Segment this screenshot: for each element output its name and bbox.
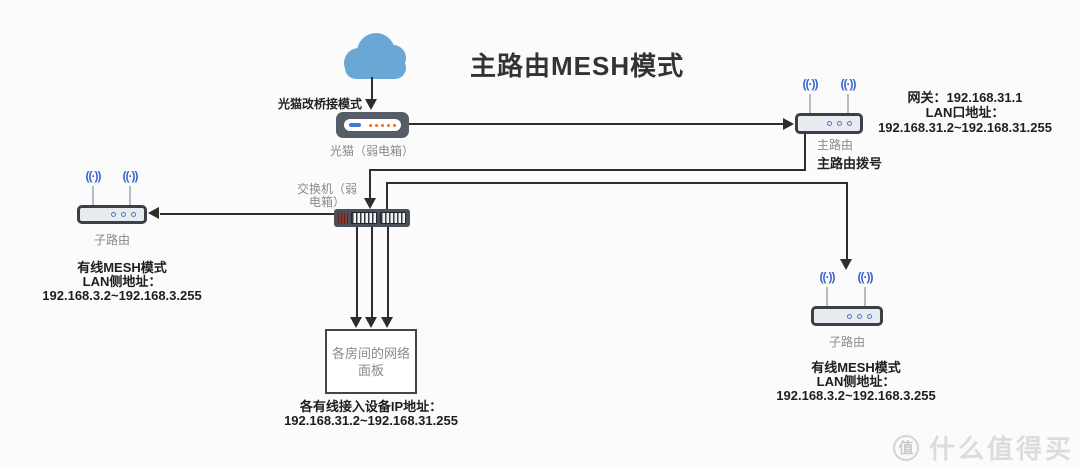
page-title: 主路由MESH模式 <box>470 51 685 81</box>
connector-switch-right-router <box>386 182 848 184</box>
modem-device <box>336 112 409 138</box>
wifi-signal-icon: ((·)) <box>819 270 836 284</box>
antenna-stem <box>129 186 131 206</box>
left-router-mode: 有线MESH模式 <box>77 260 167 275</box>
arrowhead-down-icon <box>840 259 852 270</box>
main-router-device <box>795 113 863 134</box>
modem-status-bar <box>349 123 361 127</box>
main-router-info: 网关：192.168.31.1 LAN口地址： 192.168.31.2~192… <box>850 90 1080 135</box>
arrowhead-right-icon <box>783 118 794 130</box>
arrowhead-down-icon <box>364 198 376 209</box>
wifi-signal-icon: ((·)) <box>122 169 139 183</box>
right-child-router-device <box>811 306 883 326</box>
left-child-router-device <box>77 205 147 224</box>
switch-label: 交换机（弱 电箱） <box>296 182 357 209</box>
connector-switch-right-router <box>846 182 848 260</box>
watermark-text: 什么值得买 <box>929 434 1075 464</box>
antenna-stem <box>847 94 849 114</box>
right-router-lan-title: LAN侧地址： <box>816 374 896 389</box>
modem-front-panel <box>344 119 401 131</box>
connector-switch-panel <box>387 227 389 318</box>
right-router-mode: 有线MESH模式 <box>811 360 901 375</box>
wifi-signal-icon: ((·)) <box>840 77 857 91</box>
right-router-lan-range: 192.168.3.2~192.168.3.255 <box>776 388 936 403</box>
connector-switch-left-router <box>160 213 334 215</box>
arrowhead-left-icon <box>148 207 159 219</box>
modem-led-lights <box>369 123 396 127</box>
connector-switch-right-router <box>386 183 388 209</box>
modem-mode-label: 光猫改桥接模式 <box>277 97 362 111</box>
arrowhead-down-icon <box>365 317 377 328</box>
main-router-gateway: 网关：192.168.31.1 <box>907 90 1023 105</box>
wifi-signal-icon: ((·)) <box>857 270 874 284</box>
right-child-router-info: 有线MESH模式 LAN侧地址： 192.168.3.2~192.168.3.2… <box>746 361 966 403</box>
room-panel-box: 各房间的网络 面板 <box>325 329 417 394</box>
left-router-lan-title: LAN侧地址： <box>82 274 162 289</box>
left-child-router-info: 有线MESH模式 LAN侧地址： 192.168.3.2~192.168.3.2… <box>17 261 227 303</box>
connector-router-switch <box>804 134 806 170</box>
connector-router-switch <box>369 169 371 200</box>
main-router-dial-label: 主路由拨号 <box>817 156 883 171</box>
switch-port-group <box>351 212 377 224</box>
wifi-signal-icon: ((·)) <box>85 169 102 183</box>
wired-devices-ip-range: 192.168.31.2~192.168.31.255 <box>284 413 458 428</box>
left-router-lan-range: 192.168.3.2~192.168.3.255 <box>42 288 202 303</box>
switch-port-group <box>380 212 406 224</box>
main-router-lan-range: 192.168.31.2~192.168.31.255 <box>878 120 1052 135</box>
left-child-router-label: 子路由 <box>93 233 130 247</box>
main-router-label: 主路由 <box>817 138 854 152</box>
antenna-stem <box>864 287 866 307</box>
internet-cloud-icon <box>344 33 406 79</box>
wifi-signal-icon: ((·)) <box>802 77 819 91</box>
antenna-stem <box>826 287 828 307</box>
antenna-stem <box>809 94 811 114</box>
switch-device <box>334 209 410 227</box>
panel-box-info: 各有线接入设备IP地址： 192.168.31.2~192.168.31.255 <box>256 400 486 428</box>
connector-cloud-modem <box>371 77 373 100</box>
switch-uplink-block <box>338 212 348 224</box>
connector-switch-panel <box>371 227 373 318</box>
modem-name-label: 光猫（弱电箱） <box>329 144 414 158</box>
watermark-badge-icon: 值 <box>893 434 919 461</box>
arrowhead-down-icon <box>350 317 362 328</box>
connector-switch-panel <box>356 227 358 318</box>
site-watermark: 值 什么值得买 <box>893 429 1074 466</box>
wired-devices-ip-title: 各有线接入设备IP地址： <box>299 399 443 414</box>
antenna-stem <box>92 186 94 206</box>
arrowhead-down-icon <box>365 99 377 110</box>
arrowhead-down-icon <box>381 317 393 328</box>
connector-router-switch <box>369 169 806 171</box>
main-router-lan-title: LAN口地址： <box>925 105 1005 120</box>
connector-modem-main-router <box>409 123 783 125</box>
right-child-router-label: 子路由 <box>828 335 865 349</box>
